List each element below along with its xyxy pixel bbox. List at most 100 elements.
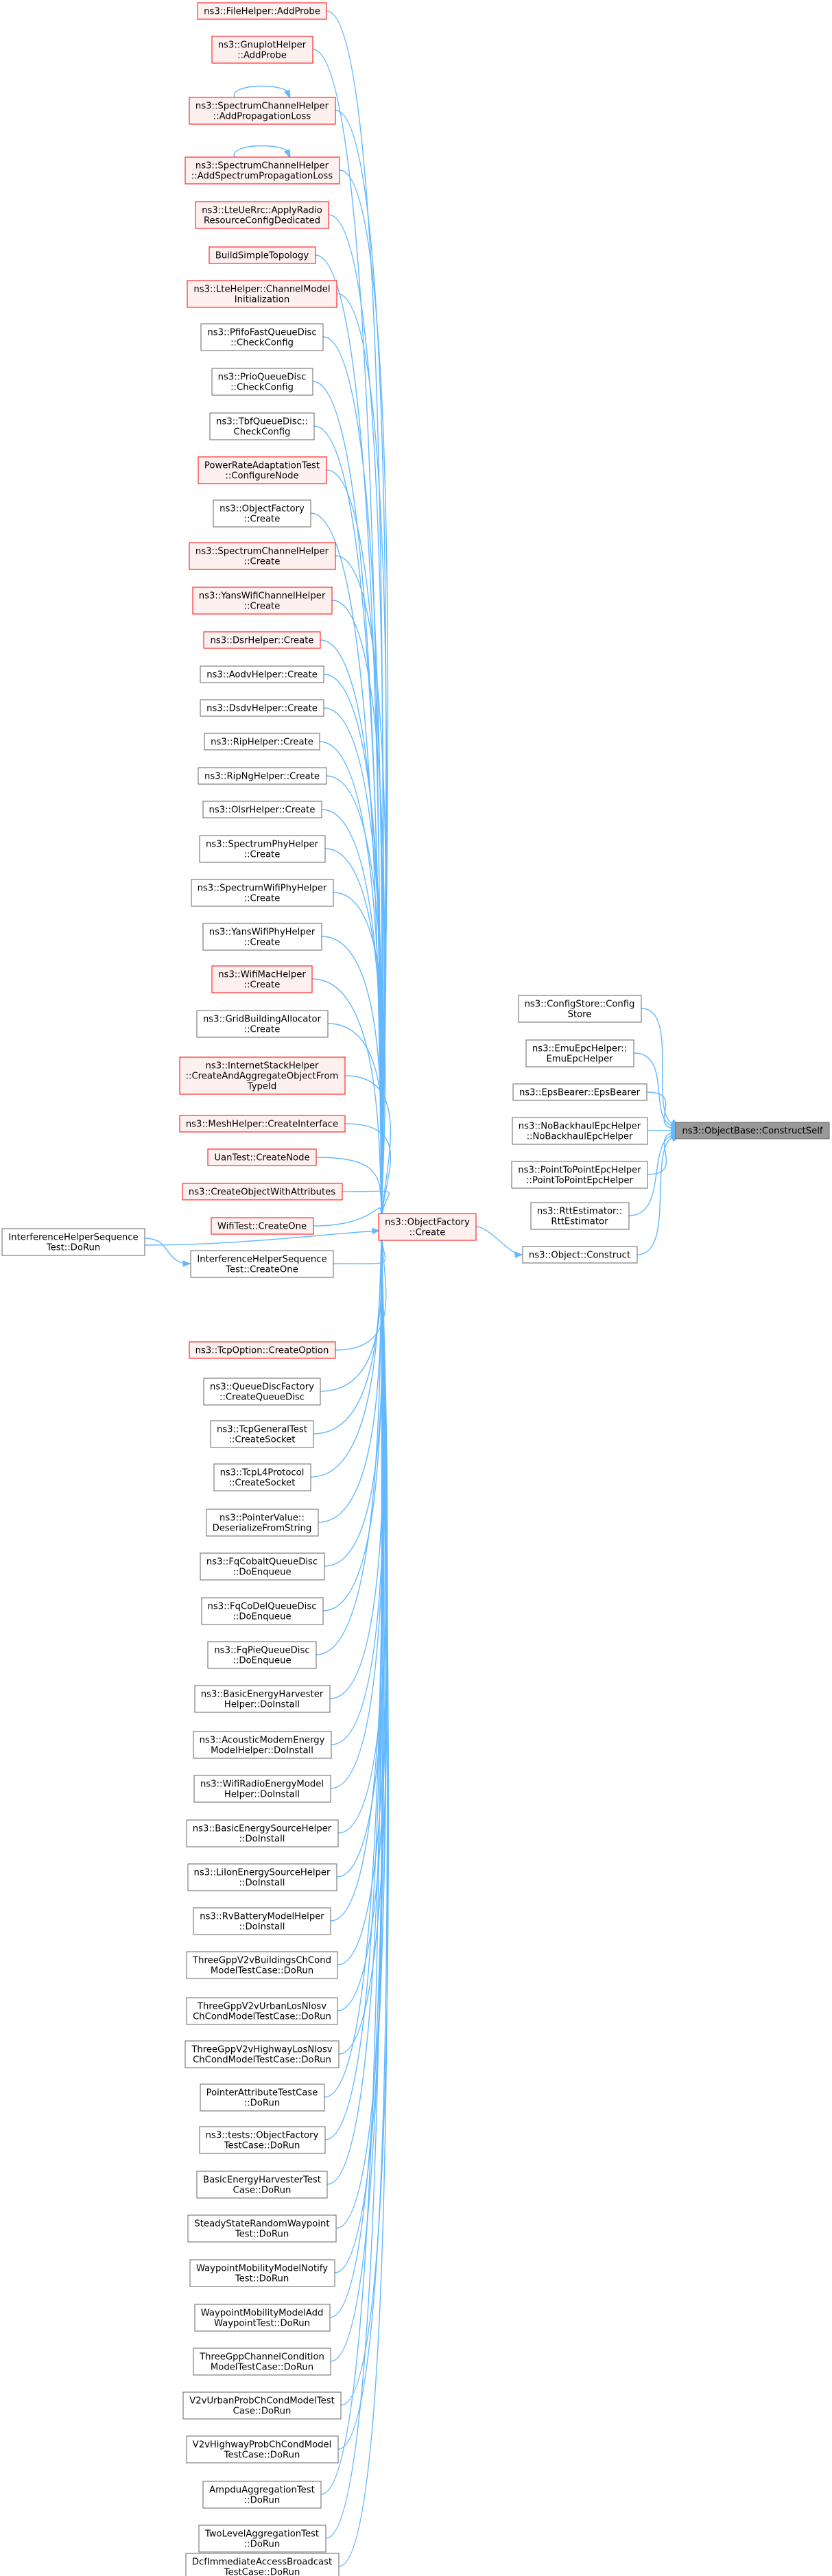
node-n45[interactable]: ns3::RvBatteryModelHelper::DoInstall	[193, 1907, 331, 1935]
node-label: ::AddProbe	[237, 51, 287, 61]
node-emuepc[interactable]: ns3::EmuEpcHelper::EmuEpcHelper	[525, 1039, 634, 1067]
node-n40[interactable]: ns3::BasicEnergyHarvesterHelper::DoInsta…	[194, 1685, 331, 1713]
node-rttestimator[interactable]: ns3::RttEstimator::RttEstimator	[530, 1202, 630, 1230]
node-label: ns3::DsrHelper::Create	[210, 636, 313, 646]
node-n10[interactable]: ns3::TbfQueueDisc::CheckConfig	[209, 412, 315, 440]
node-n42[interactable]: ns3::WifiRadioEnergyModelHelper::DoInsta…	[193, 1775, 331, 1803]
node-n32[interactable]: ns3::TcpOption::CreateOption	[189, 1341, 336, 1359]
node-n14[interactable]: ns3::YansWifiChannelHelper::Create	[192, 587, 333, 615]
node-n39[interactable]: ns3::FqPieQueueDisc::DoEnqueue	[207, 1641, 317, 1669]
node-label: ns3::GridBuildingAllocator	[203, 1015, 322, 1025]
node-label: TestCase::DoRun	[224, 2450, 300, 2461]
node-object-construct[interactable]: ns3::Object::Construct	[522, 1246, 638, 1264]
node-n22[interactable]: ns3::SpectrumWifiPhyHelper::Create	[191, 879, 334, 907]
node-n19[interactable]: ns3::RipNgHelper::Create	[198, 767, 327, 785]
node-n05[interactable]: ns3::LteUeRrc::ApplyRadioResourceConfigD…	[195, 201, 329, 229]
node-n47[interactable]: ThreeGppV2vUrbanLosNlosvChCondModelTestC…	[186, 1997, 338, 2025]
edge-n23-to-hub	[321, 936, 383, 1225]
node-box	[192, 587, 333, 615]
node-n37[interactable]: ns3::FqCobaltQueueDisc::DoEnqueue	[200, 1552, 325, 1581]
node-n25[interactable]: ns3::GridBuildingAllocator::Create	[196, 1010, 329, 1038]
node-n23[interactable]: ns3::YansWifiPhyHelper::Create	[202, 923, 322, 951]
node-label: ModelTestCase::DoRun	[211, 2363, 313, 2373]
node-n24[interactable]: ns3::WifiMacHelper::Create	[211, 965, 313, 993]
node-n34[interactable]: ns3::TcpGeneralTest::CreateSocket	[210, 1420, 314, 1448]
node-n20[interactable]: ns3::OlsrHelper::Create	[202, 801, 322, 818]
node-label: ChCondModelTestCase::DoRun	[193, 2012, 331, 2022]
node-n28[interactable]: UanTest::CreateNode	[207, 1148, 317, 1166]
node-n07[interactable]: ns3::LteHelper::ChannelModelInitializati…	[187, 280, 337, 308]
node-label: ::DoInstall	[239, 1878, 285, 1889]
node-label: ns3::OlsrHelper::Create	[209, 805, 316, 816]
edge-rttestimator-to-target	[628, 1133, 679, 1216]
node-n31[interactable]: InterferenceHelperSequenceTest::CreateOn…	[190, 1250, 334, 1278]
node-n36[interactable]: ns3::PointerValue::DeserializeFromString	[206, 1509, 319, 1537]
node-n21[interactable]: ns3::SpectrumPhyHelper::Create	[199, 835, 326, 863]
node-label: ns3::SpectrumWifiPhyHelper	[198, 884, 327, 894]
node-label: DeserializeFromString	[213, 1524, 312, 1534]
node-n26[interactable]: ns3::InternetStackHelper::CreateAndAggre…	[179, 1056, 346, 1095]
edge-n38-to-hub	[322, 1227, 383, 1611]
node-n59[interactable]: TwoLevelAggregationTest::DoRun	[198, 2525, 326, 2553]
node-label: Test::DoRun	[235, 2274, 289, 2284]
node-box	[200, 699, 324, 717]
node-n48[interactable]: ThreeGppV2vHighwayLosNlosvChCondModelTes…	[185, 2040, 340, 2068]
node-n04[interactable]: ns3::SpectrumChannelHelper::AddSpectrumP…	[185, 156, 340, 185]
node-n60[interactable]: DcfImmediateAccessBroadcastTestCase::DoR…	[185, 2553, 340, 2576]
node-n06[interactable]: BuildSimpleTopology	[209, 246, 316, 264]
edge-dorun-to-createone-arrowhead	[182, 1260, 191, 1267]
node-n08[interactable]: ns3::PfifoFastQueueDisc::CheckConfig	[200, 323, 324, 351]
node-n12[interactable]: ns3::ObjectFactory::Create	[213, 499, 311, 528]
node-n01[interactable]: ns3::FileHelper::AddProbe	[197, 2, 327, 20]
node-n11[interactable]: PowerRateAdaptationTest::ConfigureNode	[198, 456, 327, 484]
node-n09[interactable]: ns3::PrioQueueDisc::CheckConfig	[211, 368, 313, 396]
node-n49[interactable]: PointerAttributeTestCase::DoRun	[200, 2083, 325, 2112]
node-n18[interactable]: ns3::RipHelper::Create	[204, 733, 320, 751]
node-configstore[interactable]: ns3::ConfigStore::ConfigStore	[518, 995, 642, 1023]
node-n02[interactable]: ns3::GnuplotHelper::AddProbe	[211, 36, 313, 64]
node-objectbase[interactable]: ns3::ObjectBase::ConstructSelf	[675, 1122, 830, 1139]
node-label: ::AddSpectrumPropagationLoss	[191, 172, 333, 182]
node-n38[interactable]: ns3::FqCoDelQueueDisc::DoEnqueue	[201, 1597, 324, 1625]
node-n29[interactable]: ns3::CreateObjectWithAttributes	[182, 1183, 343, 1201]
node-epsbearer[interactable]: ns3::EpsBearer::EpsBearer	[512, 1083, 647, 1101]
node-n30[interactable]: WifiTest::CreateOne	[211, 1217, 314, 1235]
node-objectfactory-create[interactable]: ns3::ObjectFactory::Create	[378, 1213, 477, 1241]
node-nobackhaul[interactable]: ns3::NoBackhaulEpcHelper::NoBackhaulEpcH…	[512, 1117, 648, 1145]
node-n13[interactable]: ns3::SpectrumChannelHelper::Create	[189, 542, 336, 570]
node-n35[interactable]: ns3::TcpL4Protocol::CreateSocket	[213, 1463, 311, 1491]
node-label: ns3::CreateObjectWithAttributes	[189, 1187, 335, 1198]
edge-n09-to-hub	[312, 381, 383, 1223]
node-n17[interactable]: ns3::DsdvHelper::Create	[200, 699, 324, 717]
node-n55[interactable]: ThreeGppChannelConditionModelTestCase::D…	[193, 2348, 331, 2376]
node-label: ns3::MeshHelper::CreateInterface	[186, 1120, 338, 1130]
node-n33[interactable]: ns3::QueueDiscFactory::CreateQueueDisc	[203, 1378, 321, 1406]
node-p2pepc[interactable]: ns3::PointToPointEpcHelper::PointToPoint…	[511, 1161, 648, 1189]
node-n16[interactable]: ns3::AodvHelper::Create	[200, 665, 324, 683]
node-label: Test::CreateOne	[225, 1265, 298, 1275]
node-n58[interactable]: AmpduAggregationTest::DoRun	[202, 2481, 322, 2509]
node-n46[interactable]: ThreeGppV2vBuildingsChCondModelTestCase:…	[186, 1951, 338, 1979]
node-n41[interactable]: ns3::AcousticModemEnergyModelHelper::DoI…	[193, 1731, 332, 1759]
node-label: RttEstimator	[551, 1217, 608, 1227]
node-n15[interactable]: ns3::DsrHelper::Create	[203, 631, 321, 649]
edge-emuepc-to-target	[633, 1052, 679, 1128]
edge-configstore-to-target	[641, 1008, 679, 1126]
node-n27[interactable]: ns3::MeshHelper::CreateInterface	[179, 1115, 346, 1133]
edge-object-construct-to-target	[637, 1135, 679, 1255]
node-n03[interactable]: ns3::SpectrumChannelHelper::AddPropagati…	[189, 97, 336, 125]
node-box	[518, 995, 642, 1023]
node-n43[interactable]: ns3::BasicEnergySourceHelper::DoInstall	[186, 1819, 339, 1847]
node-label: ::DoRun	[244, 2540, 280, 2550]
node-box	[210, 1420, 314, 1448]
node-n54[interactable]: WaypointMobilityModelAddWaypointTest::Do…	[194, 2304, 331, 2332]
node-box	[207, 1641, 317, 1669]
node-n44[interactable]: ns3::LiIonEnergySourceHelper::DoInstall	[187, 1863, 337, 1891]
